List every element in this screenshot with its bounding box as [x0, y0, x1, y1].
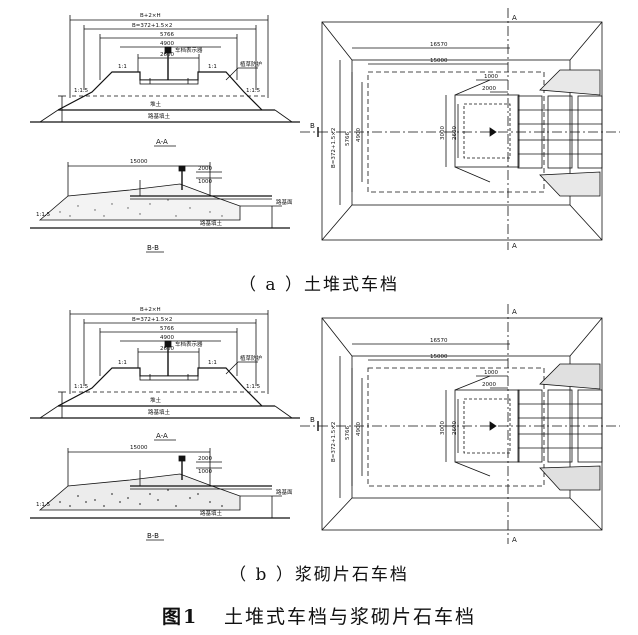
plan-dim-4900-label: 4900: [356, 128, 362, 142]
roadbed-label: 路基填土: [148, 408, 171, 416]
plan-mark-a-top: A: [512, 14, 517, 22]
bb-roadbed-label: 路基填土: [200, 219, 223, 227]
fill-label: 堆土: [150, 100, 162, 108]
plan-mark-b: B: [310, 416, 315, 424]
dim-2600-label: 2600: [160, 52, 174, 58]
dim-4900-label: 4900: [160, 41, 174, 47]
plan-mark-a-bottom: A: [512, 242, 517, 250]
plan-dim-2000-label: 2000: [482, 382, 496, 388]
plan-dim-16570-label: 16570: [430, 42, 448, 48]
dim-b-label: B=372+1.5×2: [132, 317, 172, 323]
plan-dim-15000-label: 15000: [430, 58, 448, 64]
plan-dim-2600-label: 2600: [452, 126, 458, 140]
slope-protection-label: 植草防护: [240, 60, 263, 68]
bb-slope-label: 1:1.5: [36, 502, 51, 508]
panel-masonry-buffer-stop: B+2×H B=372+1.5×2 5766 4900 2600 车档表示器 植…: [0, 300, 638, 600]
indicator-label: 车档表示器: [175, 340, 203, 348]
plan-dim-5766-label: 5766: [345, 426, 351, 440]
slope-15-right-label: 1:1.5: [246, 88, 261, 94]
slope-15-right-label: 1:1.5: [246, 384, 261, 390]
section-aa-drawing: [30, 15, 300, 147]
slope-1-right-label: 1:1: [208, 360, 217, 366]
plan-dim-b-label: B=372+1.5×2: [331, 422, 337, 462]
figure-title-text: 土堆式车档与浆砌片石车档: [224, 606, 477, 628]
dim-5766-label: 5766: [160, 326, 174, 332]
plan-dim-2000-label: 2000: [482, 86, 496, 92]
plan-mark-a-top: A: [512, 308, 517, 316]
dim-4900-label: 4900: [160, 335, 174, 341]
plan-view-drawing: [300, 304, 620, 544]
indicator-label: 车档表示器: [175, 46, 203, 54]
stone-fill-texture: [59, 489, 223, 507]
plan-dim-3000-label: 3000: [440, 421, 446, 435]
bb-roadbed-label: 路基填土: [200, 509, 223, 517]
slope-1-left-label: 1:1: [118, 64, 127, 70]
section-bb-mark: B-B: [147, 244, 159, 252]
bb-dim-15000-label: 15000: [130, 445, 148, 451]
drawing-a: B+2×H B=372+1.5×2 5766 4900 2600 车档表示器 植…: [30, 8, 620, 253]
bb-dim-1000-label: 1000: [198, 179, 212, 185]
section-aa-mark: A-A: [156, 138, 168, 146]
plan-dim-15000-label: 15000: [430, 354, 448, 360]
bb-grade-label: 路基面: [276, 488, 293, 496]
bb-dim-15000-label: 15000: [130, 159, 148, 165]
slope-15-left-label: 1:1.5: [74, 384, 89, 390]
fill-label: 堆土: [150, 396, 162, 404]
slope-15-left-label: 1:1.5: [74, 88, 89, 94]
slope-1-right-label: 1:1: [208, 64, 217, 70]
section-bb-mark: B-B: [147, 532, 159, 540]
plan-dim-4900-label: 4900: [356, 422, 362, 436]
dim-top-label: B+2×H: [140, 307, 161, 313]
figure-title: 图1 土堆式车档与浆砌片石车档: [0, 602, 638, 629]
dim-top-label: B+2×H: [140, 13, 161, 19]
dim-2600-label: 2600: [160, 346, 174, 352]
section-aa-mark: A-A: [156, 432, 168, 440]
section-bb-drawing: [30, 162, 290, 253]
stone-fill-texture: [59, 199, 223, 217]
dim-b-label: B=372+1.5×2: [132, 23, 172, 29]
plan-mark-b: B: [310, 122, 315, 130]
caption-a: （ a ）土堆式车档: [239, 275, 399, 295]
bb-grade-label: 路基面: [276, 198, 293, 206]
bb-slope-label: 1:1.5: [36, 212, 51, 218]
plan-dim-1000-label: 1000: [484, 74, 498, 80]
section-bb-drawing: [30, 448, 290, 541]
bb-dim-2000-label: 2000: [198, 456, 212, 462]
slope-protection-label: 植草防护: [240, 354, 263, 362]
slope-1-left-label: 1:1: [118, 360, 127, 366]
section-aa-drawing: [30, 310, 300, 441]
plan-view-drawing: [300, 8, 620, 250]
drawing-b: B+2×H B=372+1.5×2 5766 4900 2600 车档表示器 植…: [30, 304, 620, 544]
plan-dim-3000-label: 3000: [440, 126, 446, 140]
plan-dim-16570-label: 16570: [430, 338, 448, 344]
dim-5766-label: 5766: [160, 32, 174, 38]
bb-dim-1000-label: 1000: [198, 469, 212, 475]
plan-mark-a-bottom: A: [512, 536, 517, 544]
figure-number: 图1: [161, 606, 199, 628]
plan-dim-b-label: B=372+1.5×2: [331, 128, 337, 168]
plan-dim-2600-label: 2600: [452, 421, 458, 435]
roadbed-label: 路基填土: [148, 112, 171, 120]
caption-b: （ b ）浆砌片石车档: [229, 565, 409, 585]
bb-dim-2000-label: 2000: [198, 166, 212, 172]
plan-dim-1000-label: 1000: [484, 370, 498, 376]
panel-earth-mound-buffer-stop: B+2×H B=372+1.5×2 5766 4900 2600 车档表示器 植…: [0, 0, 638, 300]
plan-dim-5766-label: 5766: [345, 132, 351, 146]
